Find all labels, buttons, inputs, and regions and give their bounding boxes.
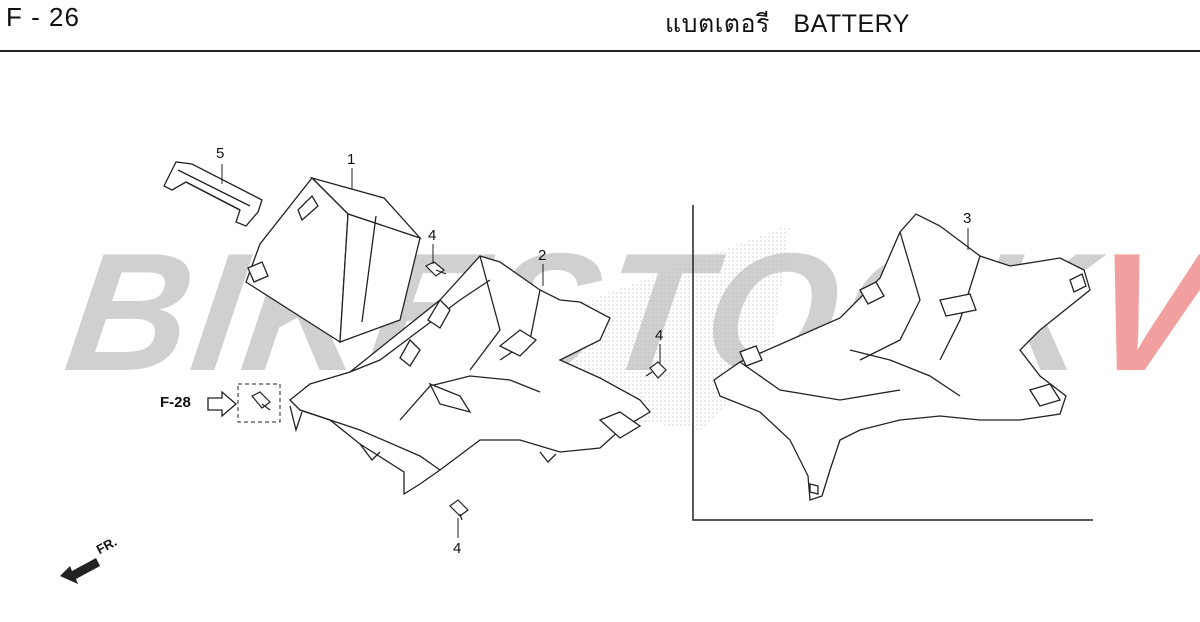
callout-part-4-lower: 4 [453,540,462,557]
reference-label[interactable]: F-28 [160,394,191,411]
callout-part-5: 5 [216,145,225,162]
battery-band [163,161,263,227]
screw-upper [424,261,447,277]
callout-part-4-upper: 4 [428,227,437,244]
leader-lines [221,164,969,538]
front-direction-arrow [60,558,100,584]
reference-box [237,383,281,423]
callout-part-1: 1 [347,151,356,168]
page-title-thai: แบตเตอรี [665,9,770,38]
battery [245,176,423,344]
screw-lower [449,499,469,521]
battery-case-variant [713,213,1091,501]
callout-part-4-middle: 4 [655,327,664,344]
reference-arrow [207,390,237,418]
page-code: F - 26 [6,2,80,32]
page-title: แบตเตอรี BATTERY [665,4,910,44]
battery-case [289,255,651,496]
inset-frame [692,205,1093,521]
callout-part-2: 2 [538,247,547,264]
title-rule [0,50,1200,52]
reference-screw [251,391,271,411]
page-title-english: BATTERY [793,10,910,38]
screw-middle [645,361,667,379]
callout-part-3: 3 [963,210,972,227]
